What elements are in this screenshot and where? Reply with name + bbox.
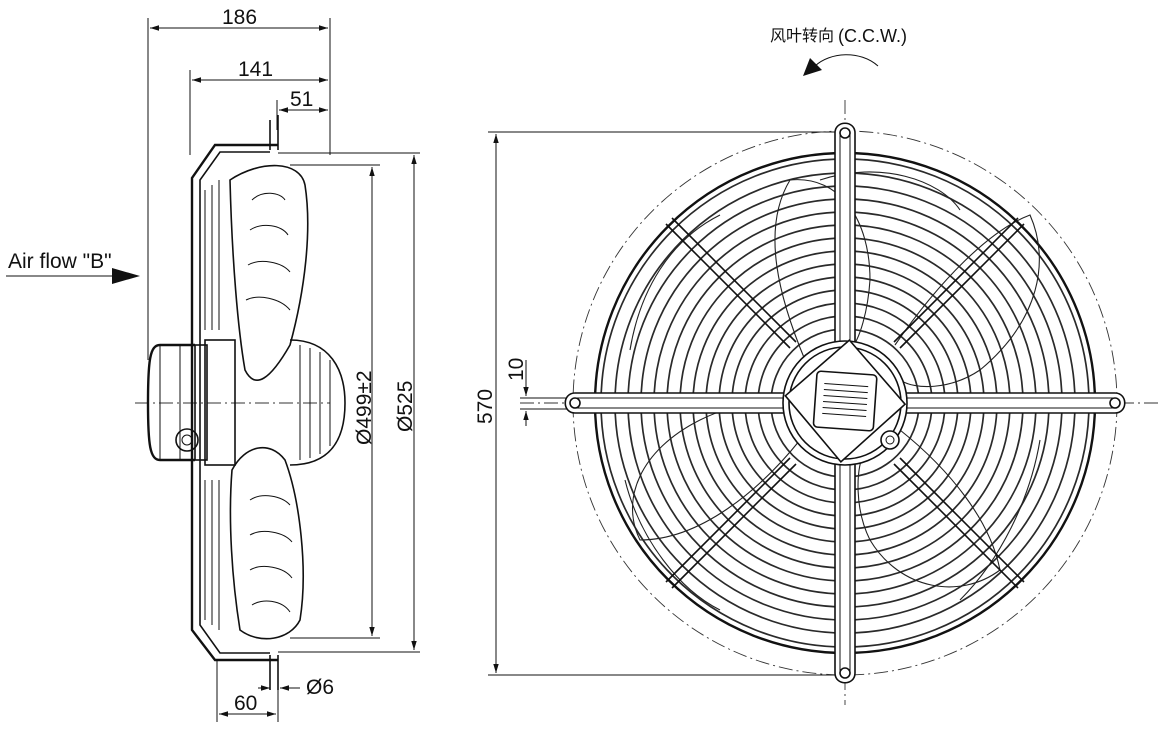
rotation-label-cn: 风叶转向: [770, 26, 834, 45]
dim-bolt-hole: Ø6: [258, 676, 334, 699]
rotation-label-en: (C.C.W.): [838, 26, 907, 46]
rotation-arc: [814, 54, 879, 67]
dim-blade-diameter-label: Ø499±2: [353, 370, 376, 445]
airflow-indicator: Air flow "B": [6, 250, 140, 284]
front-spokes: [665, 217, 1025, 589]
dim-guard-to-mount: 141: [192, 58, 328, 83]
rotation-arrow-icon: [803, 58, 822, 76]
dim-blade-diameter: Ø499±2: [353, 167, 376, 636]
dim-mount-bar-width: 10: [505, 358, 575, 426]
dim-flange-offset: 51: [279, 88, 328, 113]
dim-foot-width: 60: [219, 692, 276, 717]
dim-overall-depth: 186: [150, 6, 328, 31]
dim-mount-height-label: 570: [474, 389, 497, 424]
front-motor-hub: [782, 339, 908, 466]
side-blades: [229, 164, 309, 640]
dim-foot-width-label: 60: [234, 692, 257, 715]
airflow-label: Air flow "B": [8, 250, 112, 273]
dim-guard-diameter: Ø525: [394, 155, 417, 650]
side-guard-ribs: [204, 180, 220, 630]
dim-guard-to-mount-label: 141: [238, 58, 273, 81]
front-view: 风叶转向 (C.C.W.) 570 10: [474, 26, 1160, 705]
dim-overall-depth-label: 186: [222, 6, 257, 29]
dim-mount-bar-width-label: 10: [505, 358, 528, 381]
dim-guard-diameter-label: Ø525: [394, 381, 417, 432]
airflow-arrow-icon: [112, 268, 140, 284]
side-view: 186 141 51 Air flow "B": [6, 6, 420, 722]
dim-mount-height: 570: [474, 131, 845, 676]
side-motor: [146, 339, 346, 466]
dim-flange-offset-label: 51: [290, 88, 313, 111]
dim-bolt-hole-label: Ø6: [306, 676, 334, 699]
